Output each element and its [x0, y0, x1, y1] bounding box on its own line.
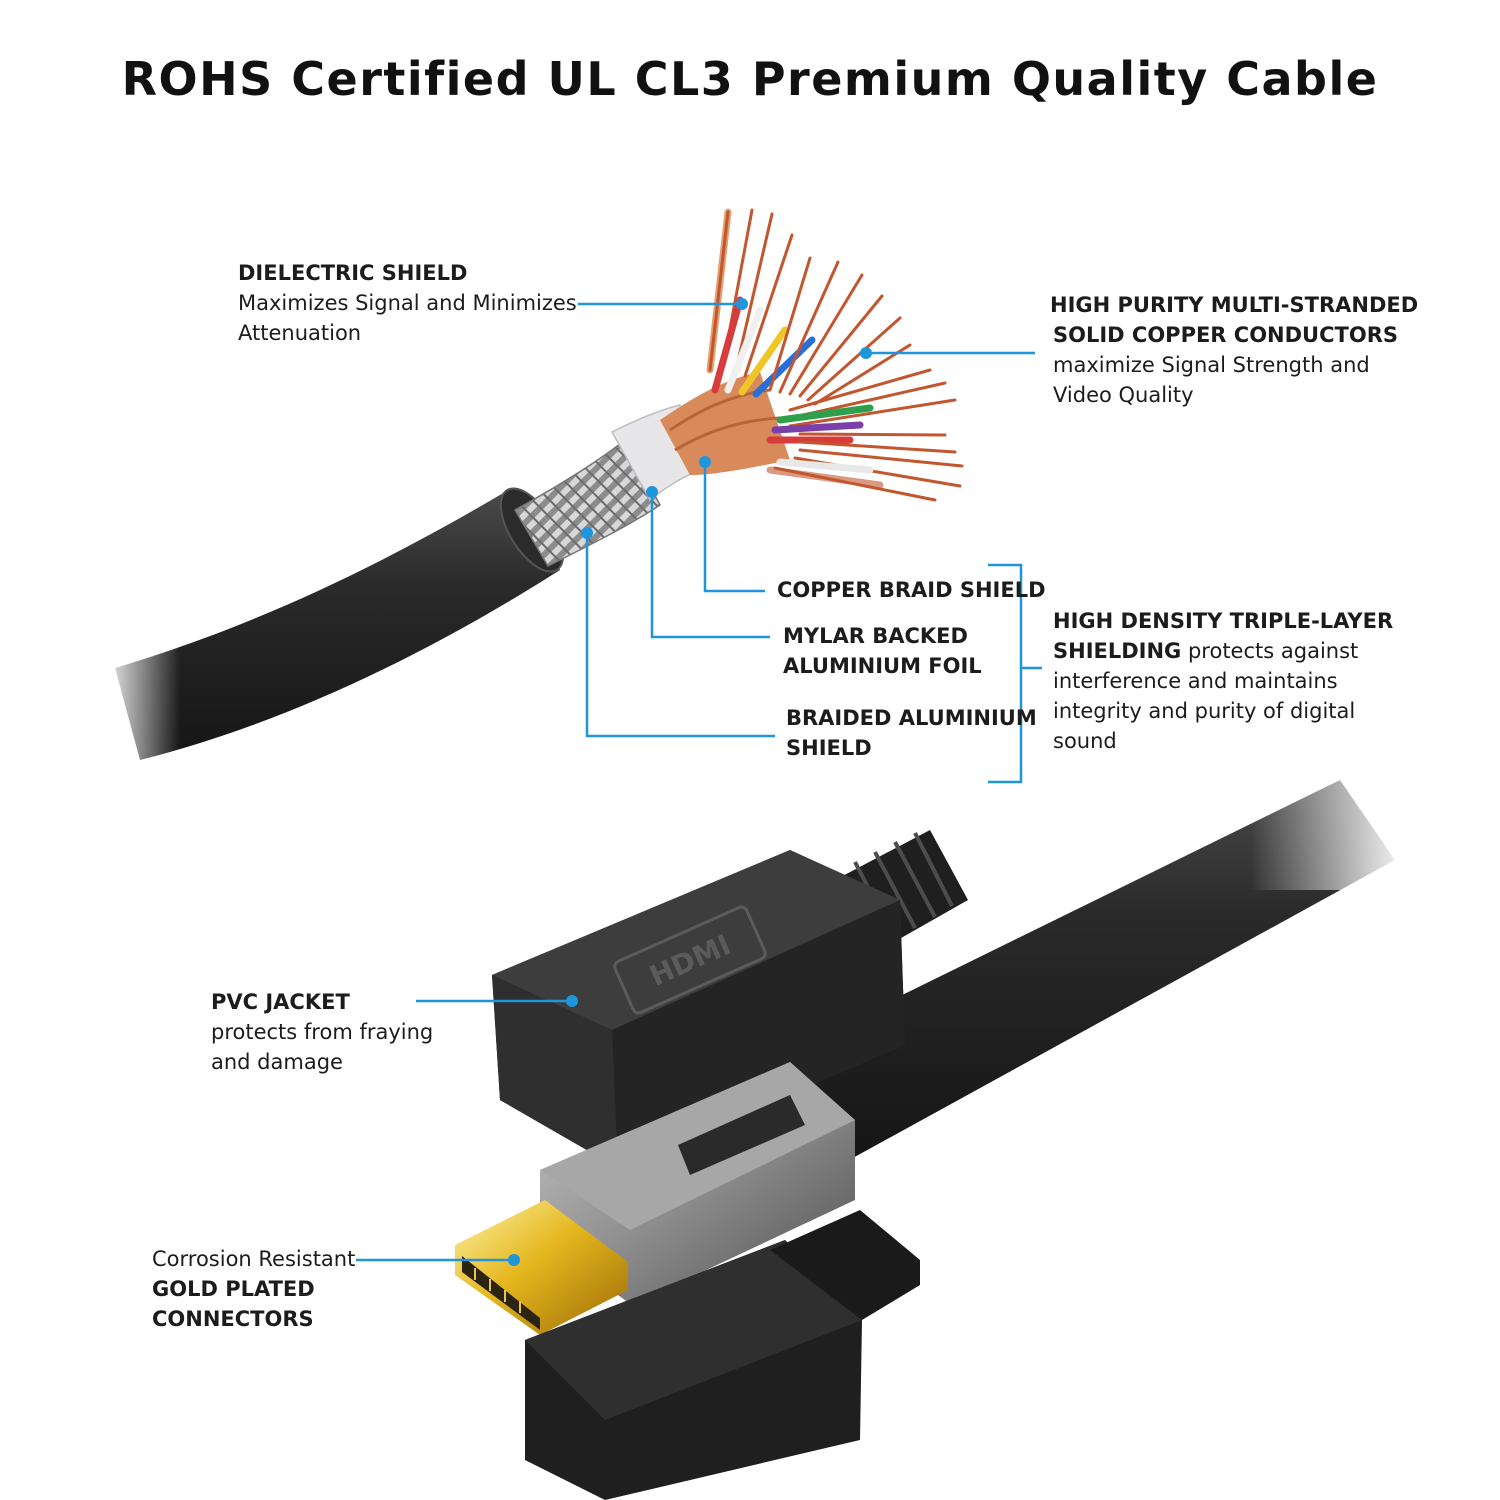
mylar-foil-callout: MYLAR BACKED ALUMINIUM FOIL	[783, 621, 982, 681]
callout-text: Attenuation	[238, 321, 362, 345]
braided-aluminium-callout: BRAIDED ALUMINIUM SHIELD	[786, 703, 1037, 763]
callout-text: Video Quality	[1053, 383, 1194, 407]
callout-heading: HIGH DENSITY TRIPLE-LAYER	[1053, 609, 1394, 633]
callout-lines-top	[578, 302, 1042, 784]
callout-text: maximize Signal Strength and	[1053, 353, 1370, 377]
callout-heading: BRAIDED ALUMINIUM	[786, 706, 1037, 730]
callout-text: and damage	[211, 1050, 343, 1074]
callout-heading: ALUMINIUM FOIL	[783, 654, 982, 678]
braided-aluminium-shield	[513, 438, 661, 567]
cable-jacket-bottom	[770, 760, 1410, 1165]
copper-braid-shield-callout: COPPER BRAID SHIELD	[777, 575, 1046, 605]
callout-heading: GOLD PLATED	[152, 1277, 315, 1301]
callout-heading: SHIELD	[786, 736, 872, 760]
callout-dots-bottom	[508, 995, 578, 1266]
callout-heading: CONNECTORS	[152, 1307, 314, 1331]
connector-metal-body	[540, 1062, 855, 1305]
callout-text: SHIELDING protects against	[1053, 639, 1359, 663]
gold-connectors-callout: Corrosion Resistant GOLD PLATED CONNECTO…	[152, 1244, 355, 1334]
copper-conductors-callout: HIGH PURITY MULTI-STRANDED SOLID COPPER …	[1050, 290, 1418, 410]
callout-dots-top	[581, 298, 872, 539]
callout-heading: SOLID COPPER CONDUCTORS	[1053, 323, 1398, 347]
callout-heading: DIELECTRIC SHIELD	[238, 261, 468, 285]
callout-text: sound	[1053, 729, 1117, 753]
dielectric-shield-callout: DIELECTRIC SHIELD Maximizes Signal and M…	[238, 258, 577, 348]
page-title: ROHS Certified UL CL3 Premium Quality Ca…	[121, 52, 1379, 106]
callout-text: Corrosion Resistant	[152, 1247, 356, 1271]
copper-conductors	[706, 208, 964, 502]
callout-text: integrity and purity of digital	[1053, 699, 1356, 723]
pvc-jacket-callout: PVC JACKET protects from fraying and dam…	[211, 987, 433, 1077]
connector-shell-bottom	[525, 1210, 920, 1500]
callout-text: protects from fraying	[211, 1020, 434, 1044]
callout-heading: PVC JACKET	[211, 990, 350, 1014]
callout-heading: COPPER BRAID SHIELD	[777, 578, 1046, 602]
callout-text: Maximizes Signal and Minimizes	[238, 291, 577, 315]
callout-lines-bottom	[356, 999, 572, 1262]
cable-jacket-top	[100, 487, 565, 780]
connector-shell-top: HDMI	[492, 850, 905, 1168]
callout-text: interference and maintains	[1053, 669, 1338, 693]
gold-plated-plug	[455, 1200, 628, 1335]
callout-heading: MYLAR BACKED	[783, 624, 968, 648]
callout-heading: HIGH PURITY MULTI-STRANDED	[1050, 293, 1419, 317]
triple-layer-shielding-callout: HIGH DENSITY TRIPLE-LAYER SHIELDING prot…	[1053, 606, 1393, 756]
